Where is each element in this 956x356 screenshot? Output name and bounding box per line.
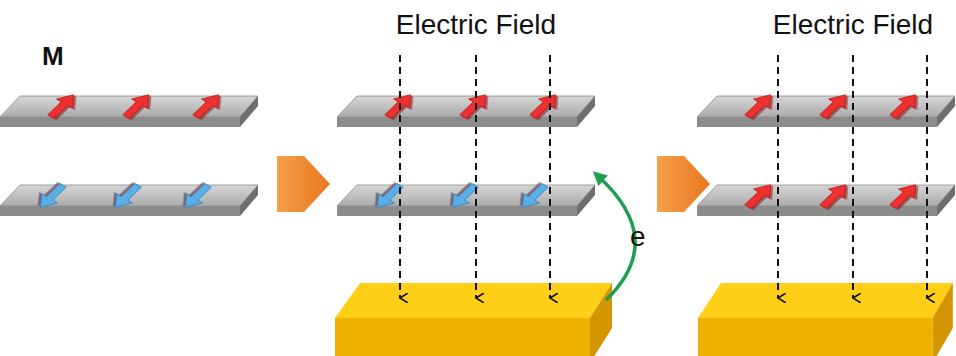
electron-label: e xyxy=(630,221,646,252)
magnetization-symbol: M xyxy=(42,41,64,71)
label-holder: e xyxy=(630,222,646,253)
label-holder: M xyxy=(42,42,64,71)
label-holder: Electric Field xyxy=(773,10,933,41)
field-label: Electric Field xyxy=(396,9,556,40)
label-holder: Electric Field xyxy=(396,10,556,41)
field-label: Electric Field xyxy=(773,9,933,40)
